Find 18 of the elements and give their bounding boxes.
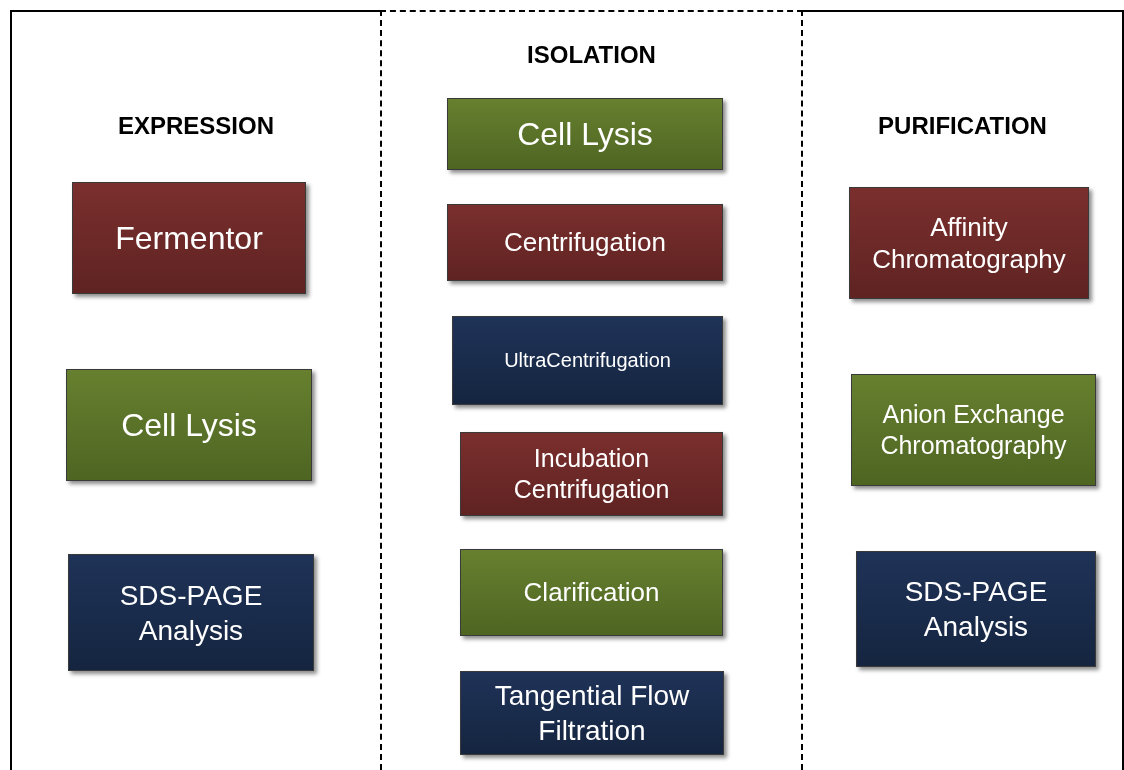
process-box: Fermentor xyxy=(72,182,306,294)
column-band xyxy=(803,10,1124,770)
process-box: SDS-PAGE Analysis xyxy=(856,551,1096,667)
column-heading: ISOLATION xyxy=(526,40,657,70)
column-heading: EXPRESSION xyxy=(116,111,275,141)
process-box: UltraCentrifugation xyxy=(452,316,723,405)
process-box: Affinity Chromatography xyxy=(849,187,1089,299)
column-band xyxy=(380,10,803,770)
column-band xyxy=(10,10,380,770)
column-heading: PURIFICATION xyxy=(877,111,1048,141)
process-box: Centrifugation xyxy=(447,204,723,281)
process-box: Cell Lysis xyxy=(66,369,312,481)
process-box: Incubation Centrifugation xyxy=(460,432,723,516)
process-box: SDS-PAGE Analysis xyxy=(68,554,314,671)
process-box: Clarification xyxy=(460,549,723,636)
process-box: Cell Lysis xyxy=(447,98,723,170)
process-box: Tangential Flow Filtration xyxy=(460,671,724,755)
process-box: Anion Exchange Chromatography xyxy=(851,374,1096,486)
